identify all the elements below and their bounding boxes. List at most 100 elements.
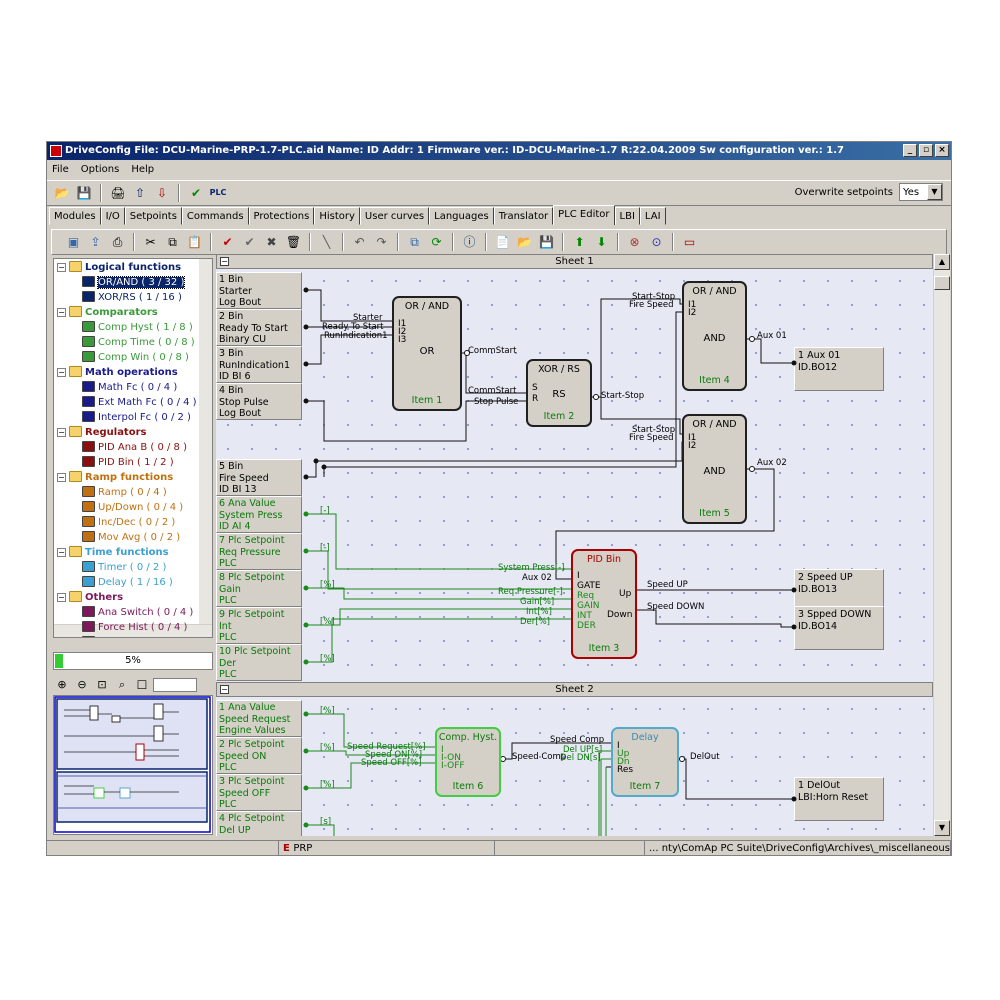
pin-dot[interactable]: [303, 324, 309, 330]
output-pin[interactable]: [749, 336, 755, 342]
print-icon[interactable]: ⎙: [112, 235, 123, 249]
minimize-button[interactable]: _: [903, 144, 917, 157]
tree-item[interactable]: Comp Hyst ( 1 / 8 ): [82, 321, 193, 335]
tab-commands[interactable]: Commands: [181, 207, 249, 225]
trash-icon[interactable]: 🗑: [285, 235, 302, 249]
wire[interactable]: [306, 334, 392, 365]
wire[interactable]: [555, 468, 775, 580]
wire[interactable]: [306, 513, 571, 570]
paste-icon[interactable]: 📋: [187, 235, 202, 249]
tab-setpoints[interactable]: Setpoints: [124, 207, 182, 225]
chevron-down-icon[interactable]: ▼: [927, 184, 942, 200]
tree-group[interactable]: −Math operations: [57, 366, 178, 380]
sheet-overview[interactable]: [53, 695, 213, 835]
scroll-down-icon[interactable]: ▼: [934, 820, 950, 836]
pin-dot[interactable]: [303, 785, 309, 791]
pin-dot[interactable]: [303, 287, 309, 293]
tab-user-curves[interactable]: User curves: [359, 207, 430, 225]
wire[interactable]: [306, 400, 526, 442]
pin-dot[interactable]: [313, 458, 319, 464]
wire[interactable]: [590, 298, 691, 398]
open-icon[interactable]: 📂: [54, 186, 70, 200]
zoom-fit-icon[interactable]: ⊡: [97, 678, 107, 691]
wire[interactable]: [678, 758, 794, 800]
tab-languages[interactable]: Languages: [429, 207, 494, 225]
wire[interactable]: [306, 608, 571, 626]
menu-options[interactable]: Options: [80, 164, 120, 175]
tab-modules[interactable]: Modules: [49, 207, 101, 225]
tab-i-o[interactable]: I/O: [100, 207, 125, 225]
restore-button[interactable]: ▫: [919, 144, 933, 157]
tab-lbi[interactable]: LBI: [614, 207, 640, 225]
tree-group[interactable]: −Comparators: [57, 306, 158, 320]
overwrite-select[interactable]: Yes ▼: [899, 183, 943, 201]
info-icon[interactable]: ⓘ: [463, 235, 476, 249]
open-sheet-icon[interactable]: 📂: [517, 235, 532, 249]
arrow-up-icon[interactable]: ⬆: [574, 235, 585, 249]
wire-icon[interactable]: ╲: [322, 235, 331, 249]
pin-dot[interactable]: [303, 585, 309, 591]
wire[interactable]: [744, 338, 794, 364]
pin-dot[interactable]: [791, 624, 797, 630]
tree-item[interactable]: Interpol Fc ( 0 / 2 ): [82, 411, 191, 425]
wire[interactable]: [306, 713, 435, 748]
sheet1-header[interactable]: − Sheet 1: [216, 254, 933, 269]
plc-icon[interactable]: PLC: [209, 188, 227, 197]
output-pin[interactable]: [749, 466, 755, 472]
export-icon[interactable]: ⇪: [90, 235, 101, 249]
tree-item[interactable]: Delay ( 1 / 16 ): [82, 576, 173, 590]
checkbox-icon[interactable]: ☐: [136, 678, 148, 692]
new-sheet-icon[interactable]: 📄: [495, 235, 510, 249]
collapse-icon[interactable]: −: [57, 428, 66, 437]
wire[interactable]: [323, 311, 691, 477]
collapse-icon[interactable]: −: [57, 473, 66, 482]
collapse-icon[interactable]: −: [57, 548, 66, 557]
sheet2-header[interactable]: − Sheet 2: [216, 682, 933, 697]
collapse-icon[interactable]: −: [57, 263, 66, 272]
pin-dot[interactable]: [791, 360, 797, 366]
tree-item[interactable]: Ramp ( 0 / 4 ): [82, 486, 167, 500]
redo-icon[interactable]: ↷: [376, 235, 387, 249]
sheets-vscrollbar[interactable]: ▲ ▼: [933, 254, 950, 836]
pin-dot[interactable]: [303, 548, 309, 554]
collapse-icon[interactable]: −: [57, 593, 66, 602]
undo-icon[interactable]: ↶: [354, 235, 365, 249]
tree-vscrollbar[interactable]: [199, 259, 212, 624]
arrow-down-icon[interactable]: ⬇: [596, 235, 607, 249]
tree-item[interactable]: Timer ( 0 / 2 ): [82, 561, 166, 575]
tree-item[interactable]: PID Ana B ( 0 / 8 ): [82, 441, 187, 455]
pin-dot[interactable]: [303, 659, 309, 665]
save-icon[interactable]: 💾: [76, 186, 92, 200]
cut-icon[interactable]: ✂: [145, 235, 156, 249]
tree-item[interactable]: OR/AND ( 3 / 32 ): [82, 276, 186, 290]
zoom-field[interactable]: [153, 678, 197, 692]
duplicate-icon[interactable]: ⧉: [410, 235, 419, 249]
tree-item[interactable]: Ext Math Fc ( 0 / 4 ): [82, 396, 197, 410]
tree-item[interactable]: Mov Avg ( 0 / 2 ): [82, 531, 180, 545]
collapse-icon[interactable]: −: [57, 308, 66, 317]
tree-item[interactable]: Comp Win ( 0 / 8 ): [82, 351, 189, 365]
refresh-icon[interactable]: ⟳: [431, 235, 442, 249]
output-pin[interactable]: [500, 756, 506, 762]
scroll-up-icon[interactable]: ▲: [934, 254, 950, 270]
wire[interactable]: [306, 824, 335, 836]
tree-group[interactable]: −Ramp functions: [57, 471, 173, 485]
